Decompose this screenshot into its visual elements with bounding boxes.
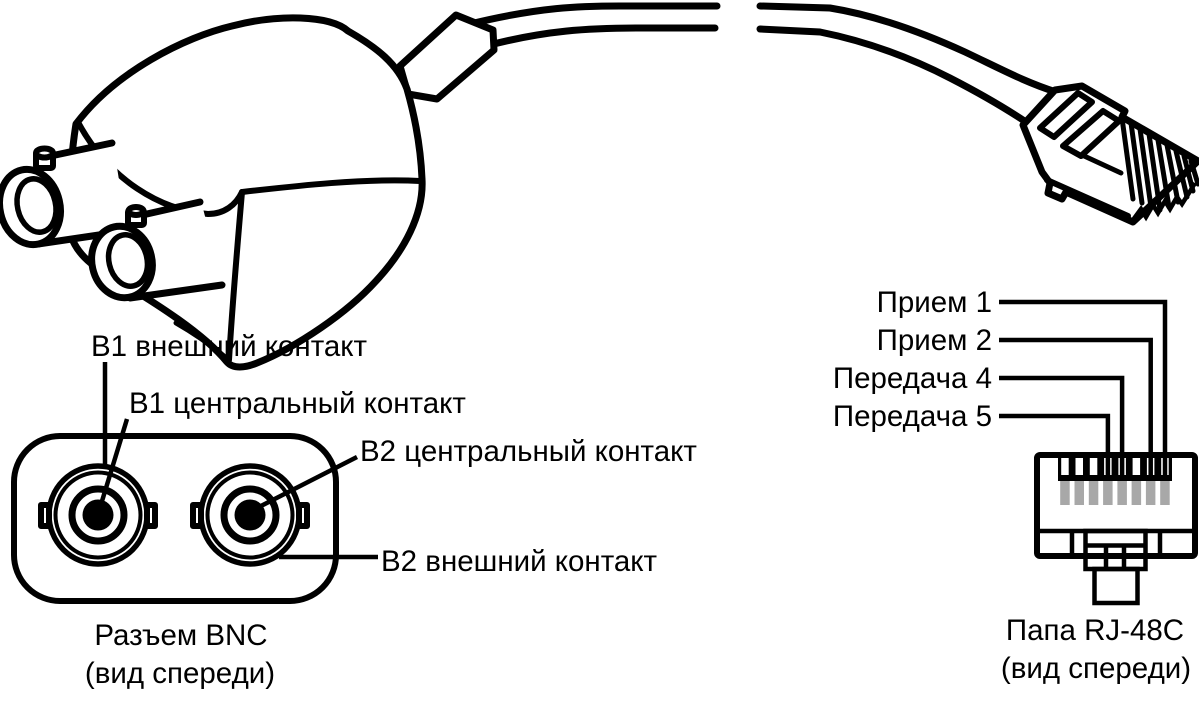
bayonet-stud-b1 <box>33 145 56 171</box>
rj48c-front-view <box>999 299 1198 606</box>
plug-serrations <box>1131 181 1197 222</box>
caption-bnc-title: Разъем BNC <box>94 619 267 652</box>
plug-latch <box>1037 90 1124 176</box>
label-transmit-5: Передача 5 <box>833 400 992 433</box>
body-crease-right <box>239 177 423 195</box>
b1-center-pin <box>82 499 114 531</box>
label-receive-2: Прием 2 <box>877 324 992 357</box>
label-b2-outer-contact: B2 внешний контакт <box>381 545 657 578</box>
body-bottom-sliver <box>173 320 227 359</box>
label-b2-center-contact: B2 центральный контакт <box>360 435 697 468</box>
plug-contact-pins <box>1119 115 1199 213</box>
dual-bnc-adapter-illustration <box>0 14 426 371</box>
plug-bottom-edge <box>1044 177 1131 219</box>
bnc-front-view <box>11 362 378 604</box>
bayonet-stud-b2 <box>125 204 147 228</box>
caption-rj-subtitle: (вид спереди) <box>1001 652 1191 685</box>
caption-bnc-subtitle: (вид спереди) <box>85 657 275 690</box>
rj-latch-front <box>1037 528 1195 606</box>
bnc-faceplate <box>11 433 339 604</box>
rj48c-plug-illustration <box>1019 82 1199 226</box>
label-b1-outer-contact: B1 внешний контакт <box>91 330 367 363</box>
label-transmit-4: Передача 4 <box>833 362 992 395</box>
strain-relief-boot <box>396 11 498 103</box>
bnc-socket-b1 <box>38 463 158 567</box>
rj-leader-lines <box>999 299 1168 478</box>
caption-rj-title: Папа RJ-48C <box>1006 614 1184 647</box>
bnc-connector-b2-3d <box>88 198 226 302</box>
label-b1-center-contact: B1 центральный контакт <box>129 387 466 420</box>
rj-pin-block <box>1058 455 1172 481</box>
bnc-leader-lines <box>96 362 378 560</box>
rj-contacts <box>1060 481 1170 505</box>
text-labels: B1 внешний контакт B1 центральный контак… <box>85 286 1191 690</box>
cable <box>466 2 1060 126</box>
label-receive-1: Прием 1 <box>877 286 992 319</box>
body-crease-front <box>226 189 245 363</box>
